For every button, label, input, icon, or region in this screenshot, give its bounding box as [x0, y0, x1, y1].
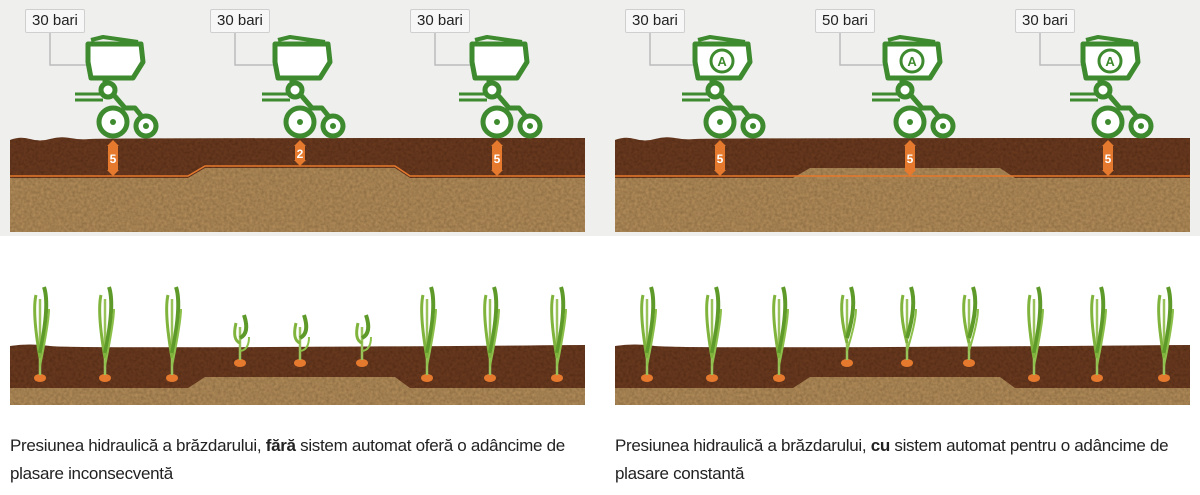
- plant-tall: [98, 286, 115, 382]
- seeder-unit: A: [682, 35, 766, 139]
- seed: [706, 374, 718, 382]
- depth-value: 5: [494, 152, 501, 166]
- depth-arrow: 5: [1102, 140, 1114, 176]
- seeder-unit: [75, 35, 159, 139]
- seed: [234, 359, 246, 367]
- plant-tall: [772, 286, 789, 382]
- seed: [34, 374, 46, 382]
- seed: [356, 359, 368, 367]
- plant-tall: [33, 286, 50, 382]
- plant-tall: [1157, 286, 1174, 382]
- depth-arrow: 2: [294, 140, 306, 166]
- seed: [1028, 374, 1040, 382]
- soil-cross-section: [615, 137, 1190, 232]
- plant-tall: [420, 286, 437, 382]
- pressure-label: 30 bari: [625, 9, 685, 33]
- seed: [484, 374, 496, 382]
- seed: [551, 374, 563, 382]
- depth-value: 2: [297, 147, 304, 161]
- pressure-label: 30 bari: [1015, 9, 1075, 33]
- depth-value: 5: [907, 152, 914, 166]
- plant-tall: [705, 286, 722, 382]
- pressure-label: 30 bari: [25, 9, 85, 33]
- caption-right: Presiunea hidraulică a brăzdarului, cu s…: [615, 432, 1185, 488]
- soil-with-plants: [615, 344, 1190, 405]
- seed: [901, 359, 913, 367]
- plant-tall: [483, 286, 500, 382]
- depth-value: 5: [717, 152, 724, 166]
- seed: [773, 374, 785, 382]
- caption-text: Presiunea hidraulică a brăzdarului,: [10, 436, 266, 455]
- caption-left: Presiunea hidraulică a brăzdarului, fără…: [10, 432, 580, 488]
- automatic-icon: [899, 48, 925, 74]
- pressure-label: 30 bari: [410, 9, 470, 33]
- depth-arrow: 5: [107, 140, 119, 176]
- panel-without-automatic: 5 2 5: [10, 33, 585, 405]
- caption-text: Presiunea hidraulică a brăzdarului,: [615, 436, 871, 455]
- automatic-icon: [1097, 48, 1123, 74]
- svg-text:A: A: [1105, 54, 1115, 69]
- plant-tall: [840, 286, 857, 367]
- depth-value: 5: [1105, 152, 1112, 166]
- seed: [166, 374, 178, 382]
- svg-text:A: A: [907, 54, 917, 69]
- seed: [99, 374, 111, 382]
- seeder-unit: [459, 35, 543, 139]
- plant-short: [233, 314, 250, 367]
- plant-tall: [640, 286, 657, 382]
- seeder-unit: A: [1070, 35, 1154, 139]
- soil-with-plants: [10, 344, 585, 405]
- depth-arrow: 5: [904, 140, 916, 176]
- plant-short: [355, 314, 372, 367]
- plant-tall: [550, 286, 567, 382]
- seed: [294, 359, 306, 367]
- plant-tall: [165, 286, 182, 382]
- depth-arrow: 5: [714, 140, 726, 176]
- caption-text: sistem automat pentru o adâncime de plas…: [615, 436, 1169, 483]
- label-connector: [839, 33, 883, 66]
- label-connector: [1039, 33, 1081, 66]
- depth-arrow: 5: [491, 140, 503, 176]
- label-connector: [649, 33, 693, 66]
- seed: [641, 374, 653, 382]
- seed: [1091, 374, 1103, 382]
- seeder-unit: A: [872, 35, 956, 139]
- automatic-icon: [709, 48, 735, 74]
- plant-tall: [1027, 286, 1044, 382]
- pressure-label: 50 bari: [815, 9, 875, 33]
- caption-text: sistem automat oferă o adâncime de plasa…: [10, 436, 565, 483]
- label-connector: [49, 33, 86, 66]
- soil-cross-section: [10, 137, 585, 232]
- label-connector: [234, 33, 273, 66]
- plant-tall: [1090, 286, 1107, 382]
- label-connector: [434, 33, 470, 66]
- plant-tall: [900, 286, 917, 367]
- depth-value: 5: [110, 152, 117, 166]
- caption-emphasis: cu: [870, 436, 891, 455]
- seed: [841, 359, 853, 367]
- seeder-unit: [262, 35, 346, 139]
- panel-with-automatic: A 5 A 5 A 5: [615, 33, 1190, 405]
- seed: [421, 374, 433, 382]
- seed: [963, 359, 975, 367]
- caption-emphasis: fără: [265, 436, 296, 455]
- plant-short: [293, 314, 310, 367]
- plant-tall: [962, 286, 979, 367]
- seed: [1158, 374, 1170, 382]
- pressure-label: 30 bari: [210, 9, 270, 33]
- svg-text:A: A: [717, 54, 727, 69]
